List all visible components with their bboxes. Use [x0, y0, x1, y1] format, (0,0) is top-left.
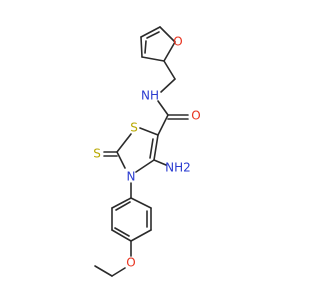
phenyl-ring: [111, 197, 152, 242]
bond: [140, 26, 161, 38]
bond: [159, 26, 176, 43]
bond: [157, 100, 169, 116]
bond-double: [149, 138, 154, 159]
thione-sulfur-label: S: [93, 147, 101, 161]
molecule-svg: O NH O S S N NH2 O: [93, 26, 201, 277]
bond: [111, 229, 132, 242]
bond: [160, 78, 176, 93]
furan-oxygen-label: O: [173, 35, 182, 49]
bond: [157, 114, 169, 136]
bond: [130, 197, 152, 209]
ether-oxygen-label: O: [126, 256, 135, 270]
bond: [153, 134, 159, 161]
thiazole-ring: [116, 127, 159, 173]
bond-double: [115, 201, 131, 211]
bond: [130, 229, 152, 242]
bond: [135, 159, 155, 173]
bond: [111, 197, 132, 209]
bond-double: [114, 227, 130, 237]
bond: [163, 41, 176, 62]
bond: [94, 265, 113, 277]
amide-oxygen-label: O: [191, 109, 200, 123]
bond-double: [144, 40, 147, 54]
bond: [140, 36, 143, 58]
thiazole-sulfur-label: S: [130, 121, 138, 135]
amino-label: NH2: [165, 161, 191, 175]
molecule-diagram: O NH O S S N NH2 O: [93, 26, 201, 277]
ring-nitrogen-label: N: [127, 170, 136, 184]
amide-nh-label: NH: [141, 89, 159, 103]
bond: [116, 133, 132, 153]
bond-double: [146, 31, 160, 39]
bond: [141, 56, 165, 62]
bond: [163, 60, 176, 80]
bond: [116, 151, 126, 169]
bond: [153, 159, 167, 166]
furan-ring: [140, 26, 176, 62]
bond: [139, 127, 159, 136]
bond: [111, 267, 126, 277]
